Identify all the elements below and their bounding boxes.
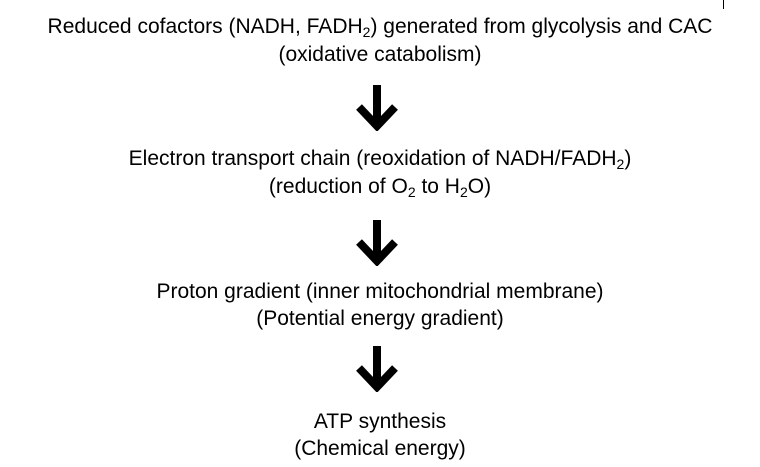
down-arrow-icon [356, 220, 398, 266]
down-arrow-icon [356, 346, 398, 392]
step-3-title: Proton gradient (inner mitochondrial mem… [156, 280, 604, 303]
step-2-title: Electron transport chain (reoxidation of… [128, 147, 632, 172]
step-1-subtitle: (oxidative catabolism) [278, 43, 482, 66]
step-4-subtitle: (Chemical energy) [294, 437, 466, 460]
step-3-subtitle: (Potential energy gradient) [256, 307, 504, 330]
step-1-title: Reduced cofactors (NADH, FADH2) generate… [47, 15, 713, 40]
step-4-title: ATP synthesis [313, 410, 447, 433]
down-arrow-icon [356, 85, 398, 131]
step-2-subtitle: (reduction of O2 to H2O) [268, 175, 492, 200]
corner-tick [723, 0, 724, 9]
